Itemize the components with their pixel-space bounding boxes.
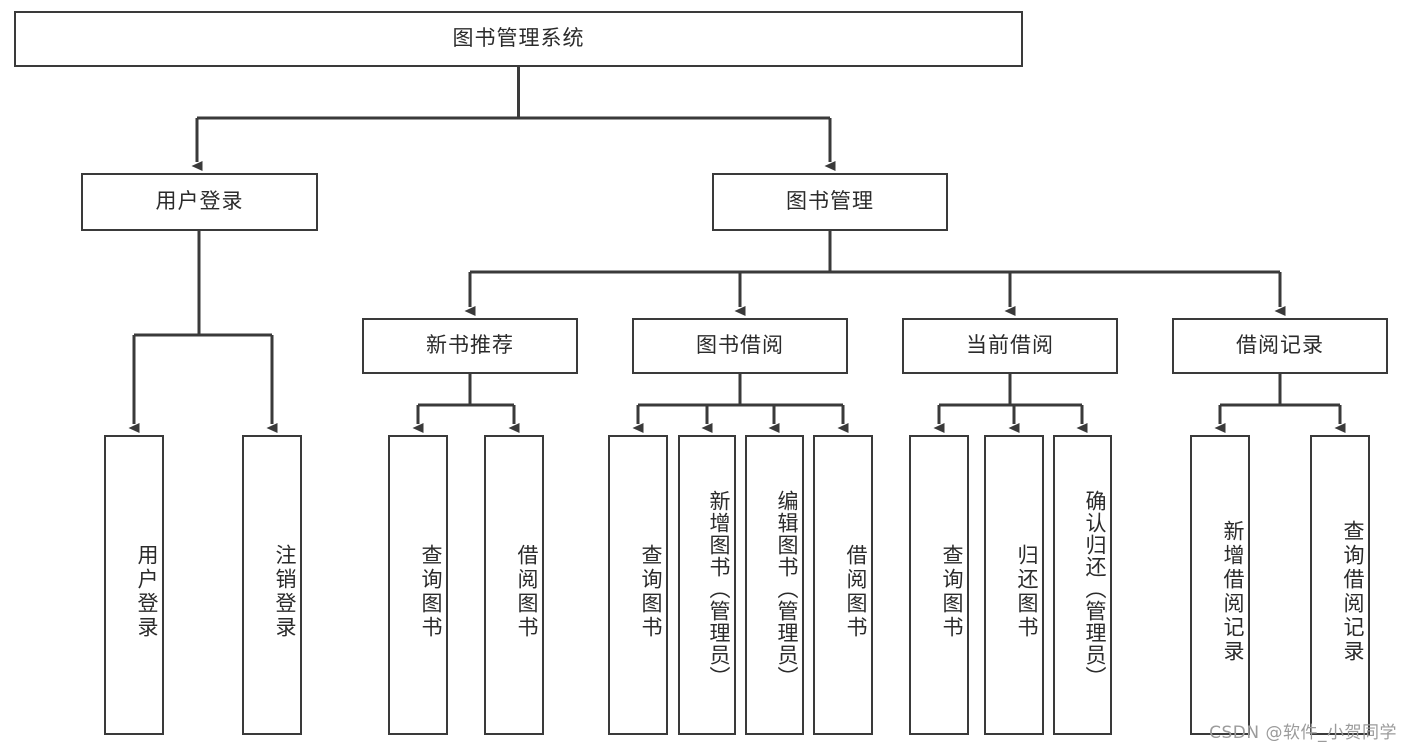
node-leaf-query-book-current[interactable]: 查询图书: [909, 435, 969, 735]
node-borrow-record[interactable]: 借阅记录: [1172, 318, 1388, 374]
node-book-borrow-label: 图书借阅: [696, 333, 784, 358]
edge-new-book-recommend-to-leaves: [412, 374, 520, 433]
node-leaf-return-book-label: 归还图书: [1015, 544, 1039, 640]
node-root-label: 图书管理系统: [452, 26, 585, 51]
edge-book-borrow-to-leaves: [632, 374, 849, 433]
watermark-text: CSDN @软件_小贺同学: [1209, 723, 1397, 743]
node-new-book-recommend[interactable]: 新书推荐: [362, 318, 578, 374]
node-leaf-add-borrow-record[interactable]: 新增借阅记录: [1190, 435, 1250, 735]
node-leaf-query-book-recommend-label: 查询图书: [419, 544, 443, 640]
node-leaf-add-book[interactable]: 新增图书（管理员）: [678, 435, 736, 735]
node-user-login[interactable]: 用户登录: [81, 173, 318, 231]
node-user-login-label: 用户登录: [155, 189, 244, 214]
node-leaf-borrow-book[interactable]: 借阅图书: [813, 435, 873, 735]
node-leaf-user-login[interactable]: 用户登录: [104, 435, 164, 735]
node-leaf-add-borrow-record-label: 新增借阅记录: [1221, 520, 1245, 664]
node-current-borrow-label: 当前借阅: [966, 333, 1054, 358]
node-leaf-borrow-book-label: 借阅图书: [844, 544, 868, 640]
edge-book-management-to-level3: [464, 231, 1286, 316]
node-leaf-user-logout-label: 注销登录: [273, 544, 297, 640]
node-leaf-query-book-recommend[interactable]: 查询图书: [388, 435, 448, 735]
node-book-borrow[interactable]: 图书借阅: [632, 318, 848, 374]
node-book-management-label: 图书管理: [786, 189, 874, 214]
node-new-book-recommend-label: 新书推荐: [426, 333, 514, 358]
node-leaf-query-book-current-label: 查询图书: [940, 544, 964, 640]
node-leaf-edit-book[interactable]: 编辑图书（管理员）: [745, 435, 804, 735]
node-current-borrow[interactable]: 当前借阅: [902, 318, 1118, 374]
node-leaf-user-login-label: 用户登录: [135, 544, 159, 640]
node-leaf-return-book[interactable]: 归还图书: [984, 435, 1044, 735]
node-borrow-record-label: 借阅记录: [1236, 333, 1324, 358]
node-leaf-add-book-label: 新增图书（管理员）: [707, 490, 731, 688]
node-leaf-query-borrow-record[interactable]: 查询借阅记录: [1310, 435, 1370, 735]
edge-user-login-to-leaves: [128, 231, 278, 433]
node-leaf-borrow-book-recommend[interactable]: 借阅图书: [484, 435, 544, 735]
node-leaf-query-book-borrow-label: 查询图书: [639, 544, 663, 640]
node-leaf-query-borrow-record-label: 查询借阅记录: [1341, 520, 1365, 664]
node-leaf-user-logout[interactable]: 注销登录: [242, 435, 302, 735]
node-leaf-edit-book-label: 编辑图书（管理员）: [775, 490, 799, 688]
node-root[interactable]: 图书管理系统: [14, 11, 1023, 67]
node-book-management[interactable]: 图书管理: [712, 173, 948, 231]
node-leaf-borrow-book-recommend-label: 借阅图书: [515, 544, 539, 640]
node-leaf-query-book-borrow[interactable]: 查询图书: [608, 435, 668, 735]
edge-current-borrow-to-leaves: [933, 374, 1088, 433]
edge-borrow-record-to-leaves: [1214, 374, 1346, 433]
edge-root-to-level2: [191, 67, 836, 171]
node-leaf-confirm-return[interactable]: 确认归还（管理员）: [1053, 435, 1112, 735]
node-leaf-confirm-return-label: 确认归还（管理员）: [1083, 490, 1107, 688]
